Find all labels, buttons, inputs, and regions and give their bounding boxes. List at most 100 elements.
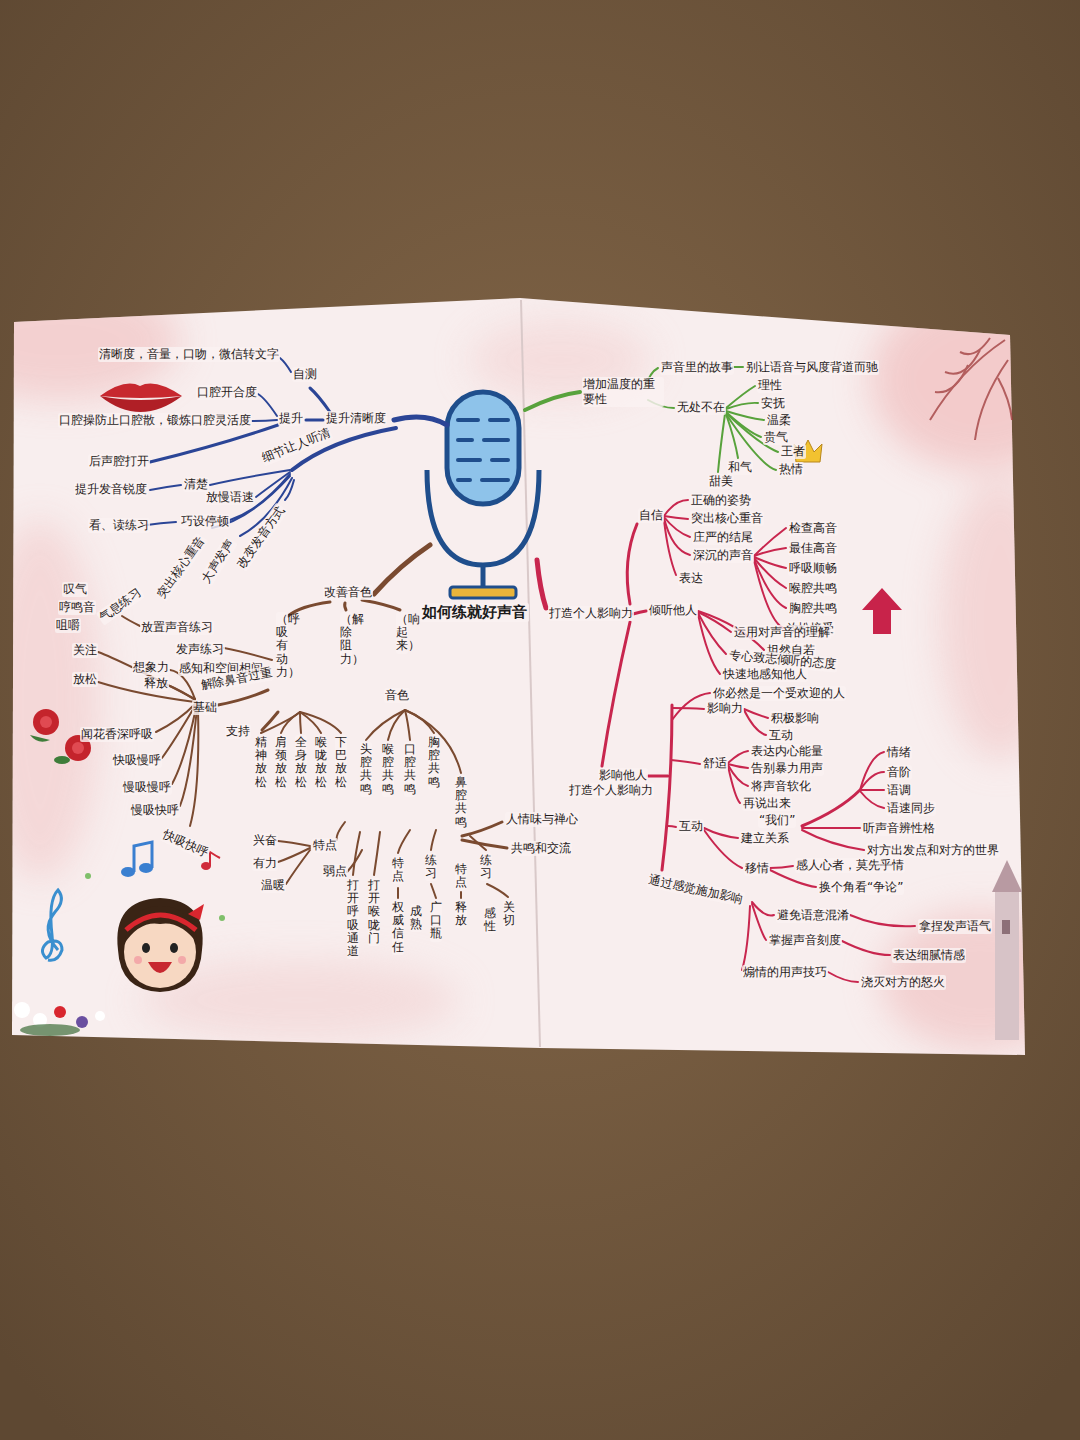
paper-sheet-part-part [940, 480, 1060, 760]
branch-label: 浇灭对方的怒火 [860, 975, 946, 990]
branch-line [664, 516, 688, 519]
branch-label: 巧设停顿 [180, 514, 230, 529]
branch-line [261, 712, 300, 733]
branch-line [122, 616, 140, 626]
branch-line [462, 822, 502, 836]
branch-label: 释放 [143, 676, 169, 691]
branch-line [470, 836, 486, 850]
branch-label: 头腔共鸣 [360, 742, 372, 797]
branch-line [262, 712, 278, 730]
branch-label: 突出核心重音 [154, 533, 209, 602]
branch-label: 特点 [392, 856, 404, 884]
branch-line [744, 710, 766, 735]
branch-label: 喉咙放松 [315, 735, 327, 790]
branch-label: 移情 [744, 861, 770, 876]
branch-line [150, 485, 181, 490]
branch-line [698, 614, 720, 674]
branch-label: 放慢语速 [205, 490, 255, 505]
branch-label: 喉腔共鸣 [788, 581, 838, 596]
branch-line [405, 710, 434, 733]
branch-label: 感性 [484, 906, 496, 934]
branch-label: 你必然是一个受欢迎的人 [712, 686, 846, 701]
lips-icon [100, 384, 182, 412]
branch-line [728, 766, 740, 803]
branch-label: 感人心者，莫先乎情 [795, 858, 905, 873]
up-arrow-icon-part [862, 588, 902, 634]
branch-label: 快吸慢呼 [112, 753, 162, 768]
branch-label: 广口瓶 [430, 900, 442, 942]
rose-decoration-part [72, 742, 84, 754]
branch-label: 慢吸快呼 [130, 803, 180, 818]
branch-line [648, 775, 668, 778]
branch-label: 声音里的故事 [660, 360, 734, 375]
flower-decoration-part [14, 1002, 30, 1018]
branch-line [362, 600, 400, 610]
mindmap-branches [98, 358, 915, 982]
flower-decoration [14, 1002, 105, 1036]
flower-decoration-part [76, 1016, 88, 1028]
branch-label: 听声音辨性格 [862, 821, 936, 836]
branch-label: 安抚 [760, 396, 786, 411]
branch-line [190, 710, 198, 826]
branch-line [281, 712, 300, 733]
branch-label: 快速地感知他人 [722, 667, 808, 682]
branch-line [633, 611, 646, 614]
branch-label: 支持 [225, 724, 251, 739]
branch-label: 表达 [678, 571, 704, 586]
branch-label: 互动 [768, 728, 794, 743]
flower-decoration-part [95, 1011, 105, 1021]
branch-label: 影响力 [706, 701, 744, 716]
branch-label: 兴奋 [252, 833, 278, 848]
castle-tower-part [995, 890, 1019, 1040]
microphone-icon-part-part [458, 418, 478, 422]
lips-icon-part [100, 384, 182, 398]
feather-decoration [930, 338, 1012, 440]
branch-label: 特点 [312, 838, 338, 853]
branch-line [828, 972, 858, 982]
branch-label: 叹气 [62, 582, 88, 597]
branch-line [394, 417, 447, 425]
branch-line [288, 602, 330, 616]
branch-label: 打开呼吸通道 [347, 878, 359, 959]
girl-illustration-part [170, 943, 178, 953]
branch-label: 正确的姿势 [690, 493, 752, 508]
branch-label: 音色 [384, 688, 410, 703]
branch-label: 倾听他人 [648, 603, 698, 618]
microphone-icon-part [458, 420, 508, 480]
flower-decoration-part [54, 1006, 66, 1018]
branch-label: 呼吸顺畅 [788, 561, 838, 576]
branch-label: 人情味与禅心 [505, 812, 579, 827]
branch-label: 通过感觉施加影响 [646, 872, 745, 907]
feather-decoration-part [960, 338, 990, 354]
girl-illustration [117, 898, 204, 992]
branch-line [860, 791, 884, 808]
branch-label: 煽情的用声技巧 [742, 965, 828, 980]
branch-label: 基础 [192, 700, 218, 715]
branch-label: 音阶 [886, 765, 912, 780]
feather-decoration-part [945, 350, 980, 374]
branch-label: （响起来） [396, 612, 408, 654]
branch-line [671, 760, 700, 764]
branch-label: 胸腔共鸣 [428, 735, 440, 790]
girl-illustration-part [117, 898, 202, 992]
branch-label: 权威信任 [392, 900, 404, 955]
branch-label: 提升 [278, 411, 304, 426]
branch-label: 无处不在 [676, 400, 726, 415]
branch-line [278, 841, 310, 846]
branch-label: 口腔开合度 [196, 385, 258, 400]
paper-sheet-part [12, 298, 1025, 1055]
branch-label: 后声腔打开 [88, 454, 150, 469]
branch-line [374, 545, 430, 594]
branch-line [842, 941, 890, 955]
branch-line [397, 888, 399, 898]
feather-decoration-part [930, 340, 1005, 420]
branch-label: 贵气 [763, 430, 789, 445]
branch-label: 自测 [292, 367, 318, 382]
branch-label: 运用对声音的理解 [733, 625, 831, 640]
branch-label: 闻花香深呼吸 [80, 727, 154, 742]
microphone-icon-part-part [458, 438, 472, 442]
branch-label: 热情 [778, 462, 804, 477]
microphone-icon-part [427, 470, 539, 565]
